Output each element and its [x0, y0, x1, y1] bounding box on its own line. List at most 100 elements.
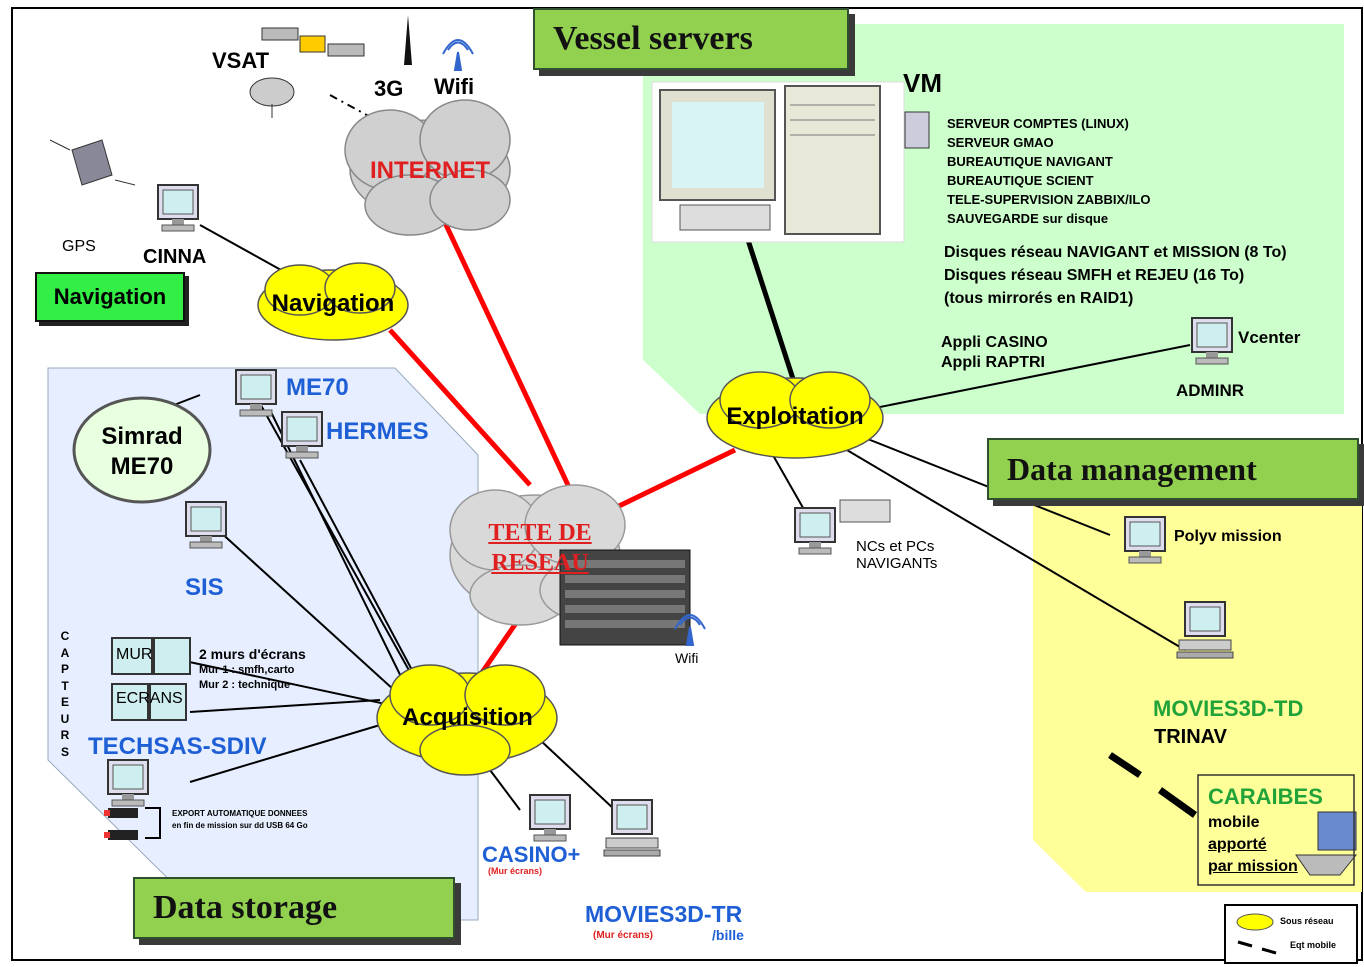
disk-line: (tous mirrorés en RAID1) [944, 290, 1134, 307]
ncs-computer [794, 507, 836, 555]
data-storage-title: Data storage [133, 877, 455, 939]
navigation-cloud [257, 262, 409, 341]
wifi-icon-top [442, 39, 474, 71]
capteurs-letter: S [60, 744, 69, 759]
vm-disks: Disques réseau NAVIGANT et MISSION (8 To… [944, 241, 1287, 310]
tete-line2: RESEAU [491, 550, 589, 576]
data-management-region [1033, 500, 1362, 892]
acquisition-label: Acquisition [402, 704, 533, 731]
tete-line1: TETE DE [488, 520, 592, 546]
network-rack [559, 549, 691, 646]
vm-services: SERVEUR COMPTES (LINUX) SERVEUR GMAO BUR… [947, 114, 1150, 228]
simrad-line2: ME70 [110, 453, 174, 480]
apporte-label: apporté [1208, 836, 1267, 853]
capteurs-letter: R [60, 728, 70, 742]
antenna-3g-icon [404, 15, 412, 65]
vm-service: SERVEUR GMAO [947, 135, 1054, 150]
caraibes-frame [1197, 774, 1355, 886]
app-line: Appli RAPTRI [941, 354, 1045, 371]
mobile-link-2 [1157, 787, 1198, 818]
vm-service: TELE-SUPERVISION ZABBIX/ILO [947, 192, 1151, 207]
simrad-oval [72, 396, 212, 504]
me70-label: ME70 [286, 374, 349, 401]
movies-tr-sub2: /bille [712, 927, 744, 943]
polyv-label: Polyv mission [1174, 528, 1282, 545]
vm-service: BUREAUTIQUE NAVIGANT [947, 154, 1113, 169]
data-management-title: Data management [987, 438, 1359, 500]
vessel-servers-title: Vessel servers [533, 8, 849, 70]
vm-computer [651, 81, 905, 243]
movies-td-label: MOVIES3D-TD [1153, 696, 1304, 721]
capteurs-vertical: C A P T E U R S [58, 628, 72, 760]
export-line2: en fin de mission sur dd USB 64 Go [172, 821, 308, 830]
internet-label: INTERNET [370, 157, 490, 184]
casino-label: CASINO+ [482, 842, 581, 867]
mur2-label: Mur 2 : technique [199, 679, 291, 691]
disk-line: Disques réseau NAVIGANT et MISSION (8 To… [944, 244, 1287, 261]
vcenter-label: Vcenter [1238, 328, 1301, 347]
vm-title: VM [903, 68, 942, 98]
capteurs-letter: P [60, 662, 69, 676]
navigation-title: Navigation [35, 272, 185, 322]
export-text: EXPORT AUTOMATIQUE DONNEES en fin de mis… [172, 808, 308, 832]
cinna-computer [157, 184, 199, 232]
vm-service: SAUVEGARDE sur disque [947, 211, 1109, 226]
legend-box [1224, 904, 1358, 964]
vm-server-icon [904, 111, 930, 149]
par-mission-label: par mission [1208, 858, 1298, 875]
legend-eqt-mobile: Eqt mobile [1290, 940, 1337, 950]
app-line: Appli CASINO [941, 334, 1048, 351]
printer-icon [839, 499, 891, 523]
vm-service: SERVEUR COMPTES (LINUX) [947, 116, 1129, 131]
movies-tr-computer [603, 799, 661, 857]
exploitation-label: Exploitation [726, 403, 864, 430]
export-line1: EXPORT AUTOMATIQUE DONNEES [172, 809, 308, 818]
capteurs-letter: E [60, 695, 69, 709]
movies-tr-sub1: (Mur écrans) [593, 930, 654, 941]
mobile-link-1 [1108, 752, 1142, 778]
ncs-line2: NAVIGANTs [856, 555, 938, 572]
gps-label: GPS [62, 238, 96, 255]
wifi-icon-bottom [674, 614, 706, 646]
ncs-line1: NCs et PCs [856, 538, 935, 555]
caraibes-label: CARAIBES [1208, 784, 1323, 809]
vm-apps: Appli CASINO Appli RAPTRI [941, 333, 1048, 373]
simrad-line1: Simrad [101, 423, 183, 450]
sis-label: SIS [185, 574, 224, 601]
data-storage-region [47, 367, 479, 921]
casino-computer [529, 794, 571, 842]
screen-wall [111, 637, 191, 721]
exploitation-cloud [706, 371, 884, 459]
mur1-label: Mur 1 : smfh,carto [199, 664, 295, 676]
simrad-label: Simrad ME70 [82, 422, 202, 482]
capteurs-letter: T [61, 678, 69, 693]
wifi-bottom-label: Wifi [675, 650, 699, 666]
murs-title: 2 murs d'écrans [199, 646, 306, 662]
wifi-top-label: Wifi [434, 74, 475, 99]
cinna-label: CINNA [143, 246, 207, 268]
satellite-icon [261, 27, 365, 57]
trinav-label: TRINAV [1154, 726, 1227, 748]
capteurs-letter: U [60, 711, 70, 726]
mobile-label: mobile [1208, 814, 1260, 831]
usb-sticks-icon [104, 808, 138, 840]
ncs-label: NCs et PCs NAVIGANTs [856, 538, 937, 572]
caraibes-laptop-icon [1295, 811, 1358, 876]
movies-td-computer [1176, 601, 1234, 659]
ecrans-label: ECRANS [116, 690, 183, 707]
dish-icon [249, 77, 295, 118]
internet-cloud [344, 99, 511, 236]
disk-line: Disques réseau SMFH et REJEU (16 To) [944, 267, 1245, 284]
casino-sub-label: (Mur écrans) [488, 866, 543, 876]
capteurs-letter: A [60, 645, 70, 660]
legend-sous-reseau: Sous réseau [1280, 916, 1334, 926]
hermes-label: HERMES [326, 418, 429, 445]
mur-label: MUR [116, 646, 153, 663]
navigation-cloud-label: Navigation [271, 290, 395, 317]
techsas-label: TECHSAS-SDIV [88, 733, 267, 760]
movies-tr-label: MOVIES3D-TR [585, 901, 743, 927]
tete-de-reseau-label[interactable]: TETE DE RESEAU [470, 518, 610, 578]
3g-label: 3G [374, 76, 404, 101]
